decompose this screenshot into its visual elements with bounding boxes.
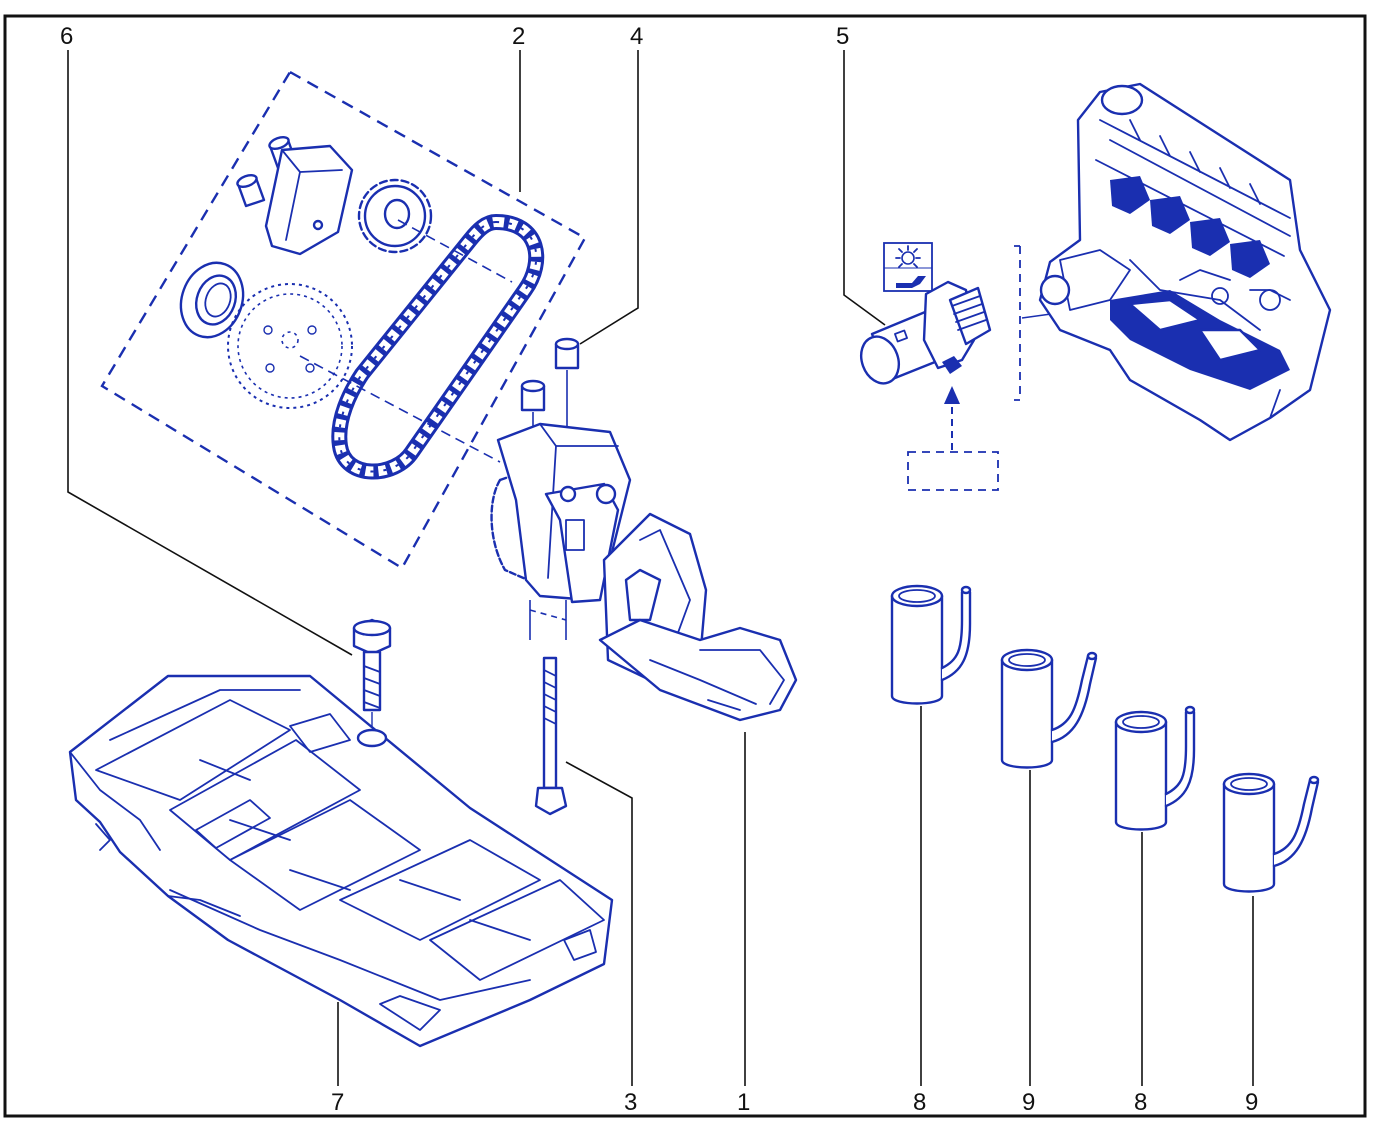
callout-7: 7	[331, 1089, 344, 1116]
crank-oil-seal	[179, 261, 245, 339]
pickup-pipe-8-left	[890, 584, 972, 705]
dowel-bushing-lower	[520, 379, 546, 412]
timing-chain	[331, 214, 545, 480]
callout-3: 3	[624, 1089, 637, 1116]
callout-9-left: 9	[1022, 1089, 1035, 1116]
pickup-pipe-8-right	[1114, 705, 1196, 831]
callout-6: 6	[60, 23, 73, 50]
pump-mounting-bolt	[534, 656, 568, 816]
location-bracket	[1014, 245, 1021, 401]
pickup-pipe-9-left	[1000, 648, 1098, 769]
crank-sprocket	[357, 178, 433, 254]
leader-lines	[67, 50, 1254, 1086]
callout-2: 2	[512, 23, 525, 50]
callout-8-left: 8	[913, 1089, 926, 1116]
guide-pin-lower	[236, 173, 266, 208]
diagram-border	[3, 14, 1367, 1118]
oil-sump-baffle	[68, 674, 614, 1048]
chain-kit	[179, 135, 545, 480]
oil-pump-assembly	[490, 422, 798, 722]
reference-sprocket-dotted	[227, 283, 353, 409]
leader-5	[843, 50, 886, 326]
chain-tensioner	[264, 144, 354, 256]
pickup-pipe-9-right	[1222, 772, 1320, 893]
callout-4: 4	[630, 23, 643, 50]
kit-boundary	[100, 70, 587, 570]
callout-9-right: 9	[1245, 1089, 1258, 1116]
callout-8-right: 8	[1134, 1089, 1147, 1116]
dowel-bushing-upper	[554, 337, 580, 370]
oil-pressure-switch	[859, 242, 999, 491]
callout-1: 1	[737, 1089, 750, 1116]
callout-5: 5	[836, 23, 849, 50]
torque-spec-box	[907, 451, 999, 491]
engine-location-view	[1038, 82, 1332, 442]
leader-4	[579, 50, 639, 345]
leader-6	[67, 50, 353, 656]
leader-3	[565, 761, 633, 1086]
